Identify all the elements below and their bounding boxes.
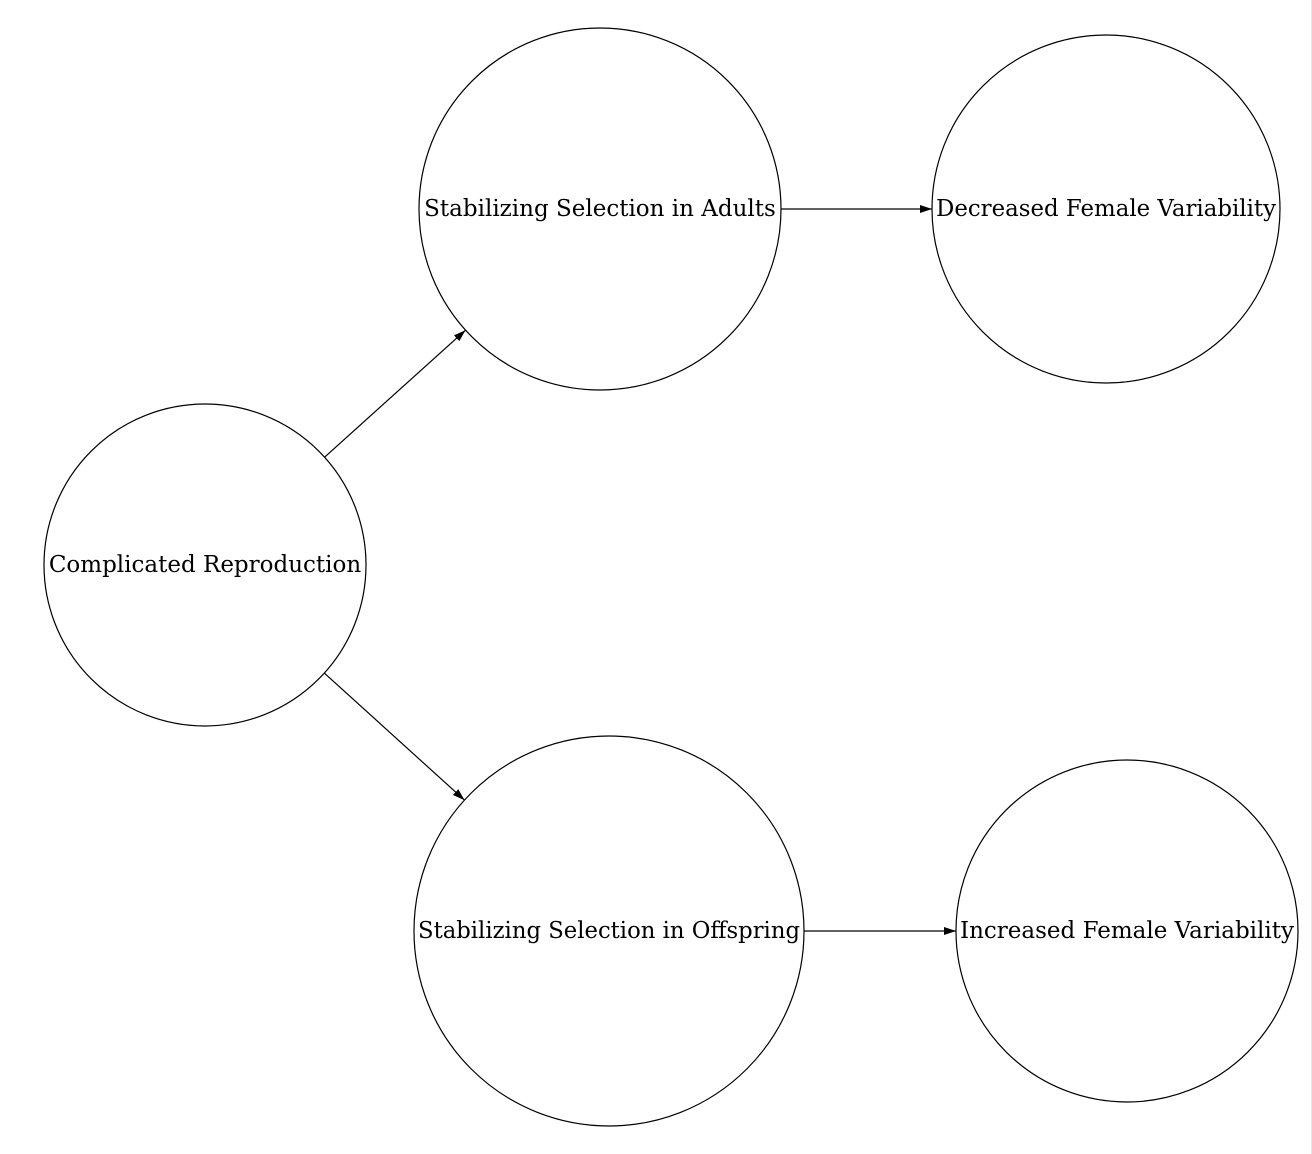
node-stabilizing-adults: Stabilizing Selection in Adults bbox=[418, 27, 782, 391]
node-increased-variability: Increased Female Variability bbox=[955, 759, 1299, 1103]
edges-layer bbox=[323, 205, 956, 935]
node-complicated-reproduction: Complicated Reproduction bbox=[43, 403, 367, 727]
node-circle-increased-variability bbox=[955, 759, 1299, 1103]
node-decreased-variability: Decreased Female Variability bbox=[931, 34, 1281, 384]
node-circle-decreased-variability bbox=[931, 34, 1281, 384]
node-label-stabilizing-adults: Stabilizing Selection in Adults bbox=[424, 196, 776, 222]
node-circle-stabilizing-adults bbox=[418, 27, 782, 391]
node-label-decreased-variability: Decreased Female Variability bbox=[936, 196, 1276, 222]
node-label-complicated-reproduction: Complicated Reproduction bbox=[49, 552, 362, 578]
edge-arrow-complicated-reproduction-to-stabilizing-adults bbox=[324, 329, 466, 458]
node-stabilizing-offspring: Stabilizing Selection in Offspring bbox=[413, 735, 805, 1127]
edge-arrow-complicated-reproduction-to-stabilizing-offspring bbox=[323, 672, 465, 801]
node-circle-stabilizing-offspring bbox=[413, 735, 805, 1127]
node-label-stabilizing-offspring: Stabilizing Selection in Offspring bbox=[418, 918, 800, 944]
node-label-increased-variability: Increased Female Variability bbox=[960, 918, 1294, 944]
node-circle-complicated-reproduction bbox=[43, 403, 367, 727]
